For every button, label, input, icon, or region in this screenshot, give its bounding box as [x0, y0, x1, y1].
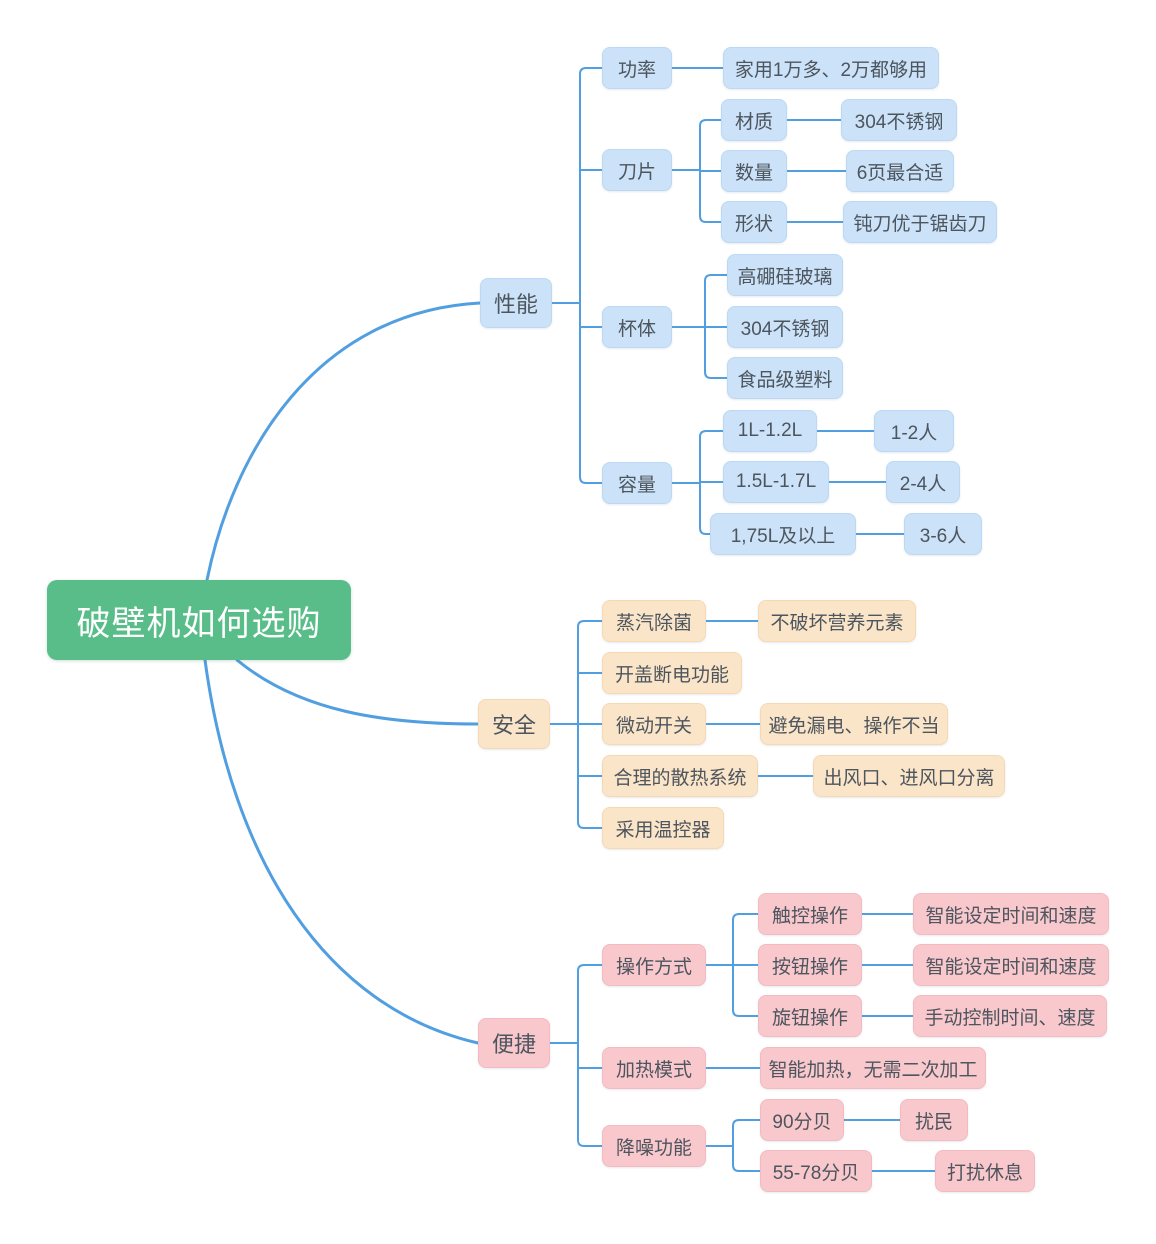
node-operation-mode[interactable]: 操作方式: [602, 944, 706, 986]
node-capacity-large[interactable]: 1,75L及以上: [710, 513, 856, 555]
node-steam-sterilize[interactable]: 蒸汽除菌: [602, 600, 706, 642]
node-capacity-medium[interactable]: 1.5L-1.7L: [723, 461, 829, 503]
node-button-control[interactable]: 按钮操作: [758, 944, 862, 986]
node-cooling-system-note[interactable]: 出风口、进风口分离: [813, 755, 1005, 797]
node-micro-switch-note[interactable]: 避免漏电、操作不当: [760, 703, 948, 745]
node-power[interactable]: 功率: [602, 47, 672, 89]
node-cup-steel[interactable]: 304不锈钢: [727, 306, 843, 348]
node-heating-mode[interactable]: 加热模式: [602, 1047, 706, 1089]
node-blade[interactable]: 刀片: [602, 149, 672, 191]
root-node[interactable]: 破壁机如何选购: [47, 580, 351, 660]
branch-safety[interactable]: 安全: [478, 699, 550, 749]
node-cup[interactable]: 杯体: [602, 306, 672, 348]
node-knob-control-note[interactable]: 手动控制时间、速度: [913, 995, 1107, 1037]
node-noise-90db[interactable]: 90分贝: [760, 1099, 844, 1141]
node-capacity-small-people[interactable]: 1-2人: [874, 410, 954, 452]
node-cooling-system[interactable]: 合理的散热系统: [602, 755, 758, 797]
branch-performance[interactable]: 性能: [480, 278, 552, 328]
node-noise-55-78db[interactable]: 55-78分贝: [760, 1150, 872, 1192]
node-capacity-large-people[interactable]: 3-6人: [904, 513, 982, 555]
node-power-note[interactable]: 家用1万多、2万都够用: [723, 47, 939, 89]
node-blade-shape-value[interactable]: 钝刀优于锯齿刀: [843, 201, 997, 243]
node-blade-material[interactable]: 材质: [721, 99, 787, 141]
branch-convenience[interactable]: 便捷: [478, 1018, 550, 1068]
node-blade-material-value[interactable]: 304不锈钢: [841, 99, 957, 141]
node-button-control-note[interactable]: 智能设定时间和速度: [913, 944, 1109, 986]
node-micro-switch[interactable]: 微动开关: [602, 703, 706, 745]
node-capacity-medium-people[interactable]: 2-4人: [886, 461, 960, 503]
node-blade-count[interactable]: 数量: [721, 150, 787, 192]
node-touch-control[interactable]: 触控操作: [758, 893, 862, 935]
node-steam-sterilize-note[interactable]: 不破坏营养元素: [758, 600, 916, 642]
node-cup-plastic[interactable]: 食品级塑料: [727, 357, 843, 399]
node-blade-count-value[interactable]: 6页最合适: [846, 150, 954, 192]
node-noise-reduction[interactable]: 降噪功能: [602, 1125, 706, 1167]
node-capacity[interactable]: 容量: [602, 462, 672, 504]
node-noise-90db-note[interactable]: 扰民: [900, 1099, 968, 1141]
node-noise-55-78db-note[interactable]: 打扰休息: [935, 1150, 1035, 1192]
node-knob-control[interactable]: 旋钮操作: [758, 995, 862, 1037]
node-heating-mode-note[interactable]: 智能加热，无需二次加工: [760, 1047, 986, 1089]
node-cup-glass[interactable]: 高硼硅玻璃: [727, 254, 843, 296]
node-thermostat[interactable]: 采用温控器: [602, 807, 724, 849]
node-touch-control-note[interactable]: 智能设定时间和速度: [913, 893, 1109, 935]
node-blade-shape[interactable]: 形状: [721, 201, 787, 243]
node-lid-power-off[interactable]: 开盖断电功能: [602, 652, 742, 694]
node-capacity-small[interactable]: 1L-1.2L: [723, 410, 817, 452]
